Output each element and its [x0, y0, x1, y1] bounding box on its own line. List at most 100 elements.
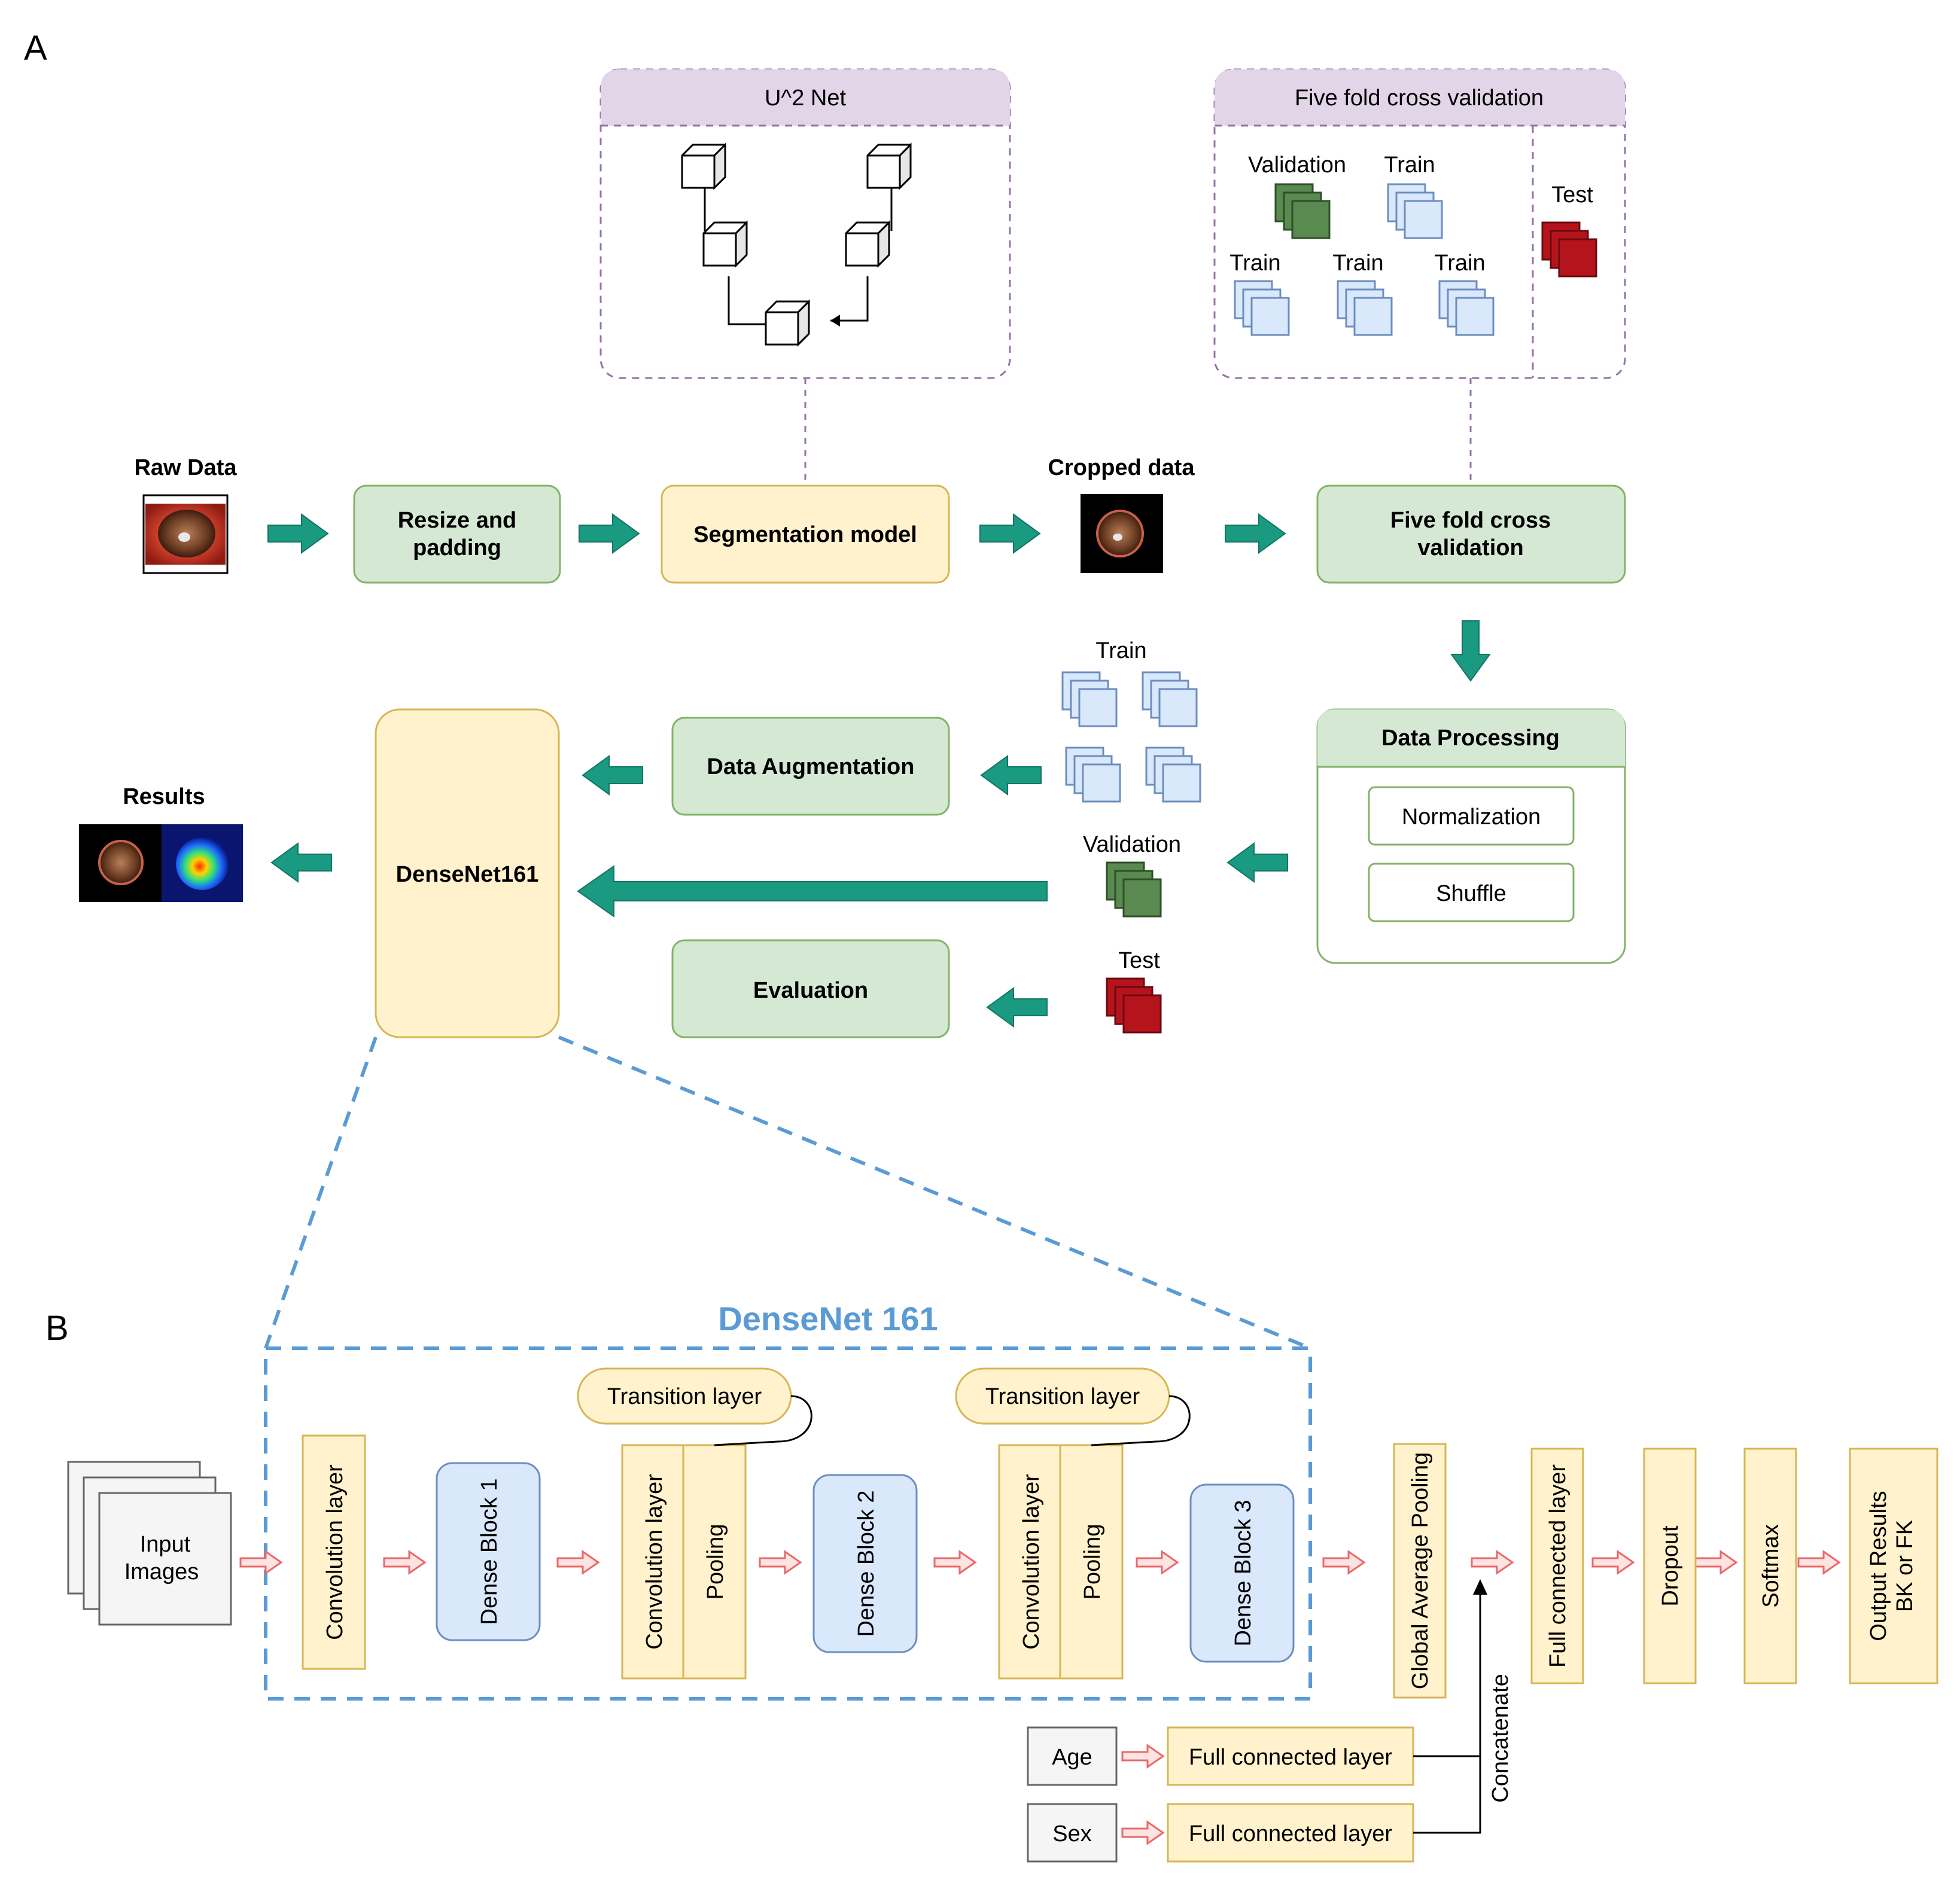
dense-block-1-label: Dense Block 1	[477, 1478, 502, 1625]
test-stack	[1106, 977, 1162, 1034]
arrow-b-8	[1471, 1550, 1514, 1574]
arrow-b-2	[383, 1550, 426, 1574]
cv-train-stack-top	[1387, 183, 1443, 239]
arrow-processing-to-validation	[1227, 843, 1288, 882]
arrow-b-10	[1694, 1550, 1737, 1574]
cv-validation-stack	[1274, 183, 1331, 239]
concatenate-connector	[1413, 1579, 1487, 1834]
trans2-conv-label: Convolution layer	[1019, 1474, 1044, 1650]
age-fc-box: Full connected layer	[1167, 1726, 1414, 1786]
densenet-161-title: DenseNet 161	[718, 1300, 938, 1337]
segmentation-label: Segmentation model	[693, 522, 917, 547]
zoom-line-left	[264, 1036, 378, 1349]
dropout-label: Dropout	[1658, 1525, 1683, 1607]
arrow-b-9	[1591, 1550, 1635, 1574]
gap-box: Global Average Pooling	[1393, 1443, 1447, 1699]
arrow-sex	[1121, 1821, 1164, 1845]
arrow-fivefold-to-processing	[1451, 620, 1490, 681]
dropout-box: Dropout	[1643, 1448, 1697, 1684]
arrow-raw-to-resize	[267, 514, 328, 553]
transition-2-label: Transition layer	[985, 1384, 1140, 1409]
conv-layer-label: Convolution layer	[322, 1464, 348, 1640]
resize-line-1: Resize and	[398, 508, 517, 533]
test-label: Test	[1118, 948, 1160, 973]
fivefold-line-1: Five fold cross	[1390, 508, 1551, 533]
cv-train-3-label: Train	[1434, 251, 1485, 276]
arrow-augmentation-to-densenet	[582, 755, 643, 795]
arrow-b-6	[1136, 1550, 1179, 1574]
age-fc-label: Full connected layer	[1189, 1745, 1392, 1770]
transition-1: Convolution layer Pooling Transition lay…	[577, 1367, 812, 1680]
results-label: Results	[123, 784, 205, 809]
data-processing-box: Data Processing Normalization Shuffle	[1316, 708, 1626, 964]
unet-architecture-icon	[681, 144, 912, 346]
input-line-1: Input	[140, 1532, 191, 1557]
data-processing-title: Data Processing	[1381, 726, 1560, 751]
arrow-b-5	[933, 1550, 976, 1574]
normalization-box	[1368, 786, 1575, 846]
arrow-b-4	[759, 1550, 802, 1574]
sex-fc-label: Full connected layer	[1189, 1821, 1392, 1847]
concatenate-label: Concatenate	[1488, 1674, 1513, 1803]
cv-box: Five fold cross validation Validation Tr…	[1213, 68, 1626, 379]
data-augmentation-label: Data Augmentation	[707, 754, 915, 779]
resize-line-2: padding	[413, 535, 501, 560]
unet-box: U^2 Net	[599, 68, 1011, 379]
arrow-train-to-augmentation	[981, 755, 1042, 795]
transition-1-connector	[714, 1395, 812, 1446]
train-label: Train	[1095, 638, 1146, 663]
validation-label: Validation	[1083, 832, 1181, 857]
fc-box: Full connected layer	[1530, 1448, 1584, 1684]
shuffle-box	[1368, 863, 1575, 922]
output-line-2: BK or FK	[1892, 1520, 1918, 1612]
arrow-densenet-to-results	[271, 843, 332, 882]
softmax-box: Softmax	[1743, 1448, 1797, 1684]
cropped-data-label: Cropped data	[1048, 455, 1195, 480]
cv-train-stack-3	[1438, 280, 1495, 336]
train-stacks	[1061, 671, 1201, 803]
arrow-b-3	[556, 1550, 599, 1574]
dense-block-3: Dense Block 3	[1189, 1483, 1295, 1663]
cv-train-top-label: Train	[1384, 153, 1435, 178]
cv-validation-label: Validation	[1248, 153, 1346, 178]
gap-label: Global Average Pooling	[1408, 1452, 1433, 1689]
zoom-line-right	[558, 1035, 1311, 1350]
pool2-label: Pooling	[1080, 1524, 1105, 1600]
arrow-b-7	[1322, 1550, 1365, 1574]
segmentation-model-box: Segmentation model	[661, 485, 950, 584]
unet-title: U^2 Net	[765, 86, 847, 111]
fc-label: Full connected layer	[1545, 1464, 1571, 1668]
cv-train-stack-2	[1337, 280, 1393, 336]
arrow-cropped-to-fivefold	[1225, 514, 1286, 553]
resize-padding-box: Resize and padding	[353, 485, 561, 584]
cv-train-1-label: Train	[1229, 251, 1280, 276]
data-augmentation-box: Data Augmentation	[671, 717, 950, 816]
panel-a-label: A	[24, 29, 47, 68]
sex-fc-box: Full connected layer	[1167, 1803, 1414, 1863]
dense-block-1: Dense Block 1	[436, 1462, 541, 1641]
transition-1-label: Transition layer	[607, 1384, 762, 1409]
densenet161-label: DenseNet161	[396, 862, 539, 887]
raw-eye-image	[142, 494, 229, 574]
panel-b-label: B	[45, 1309, 69, 1348]
transition-2: Convolution layer Pooling Transition lay…	[955, 1367, 1191, 1680]
arrow-test-to-evaluation	[987, 988, 1048, 1027]
cv-train-2-label: Train	[1332, 251, 1383, 276]
arrow-age	[1121, 1744, 1164, 1768]
output-box: Output Results BK or FK	[1849, 1448, 1938, 1684]
softmax-label: Softmax	[1758, 1524, 1784, 1607]
conv-layer-box: Convolution layer	[302, 1434, 366, 1670]
pool1-label: Pooling	[703, 1524, 728, 1600]
fivefold-box: Five fold cross validation	[1316, 485, 1626, 584]
shuffle-label: Shuffle	[1436, 881, 1506, 906]
dense-block-2: Dense Block 2	[812, 1474, 918, 1653]
densenet161-box: DenseNet161	[375, 708, 560, 1038]
sex-label: Sex	[1052, 1821, 1091, 1847]
fivefold-line-2: validation	[1417, 535, 1523, 560]
arrow-resize-to-seg	[579, 514, 640, 553]
arrow-b-1	[239, 1550, 282, 1574]
arrow-validation-to-densenet	[577, 865, 1048, 918]
age-label: Age	[1052, 1745, 1092, 1770]
